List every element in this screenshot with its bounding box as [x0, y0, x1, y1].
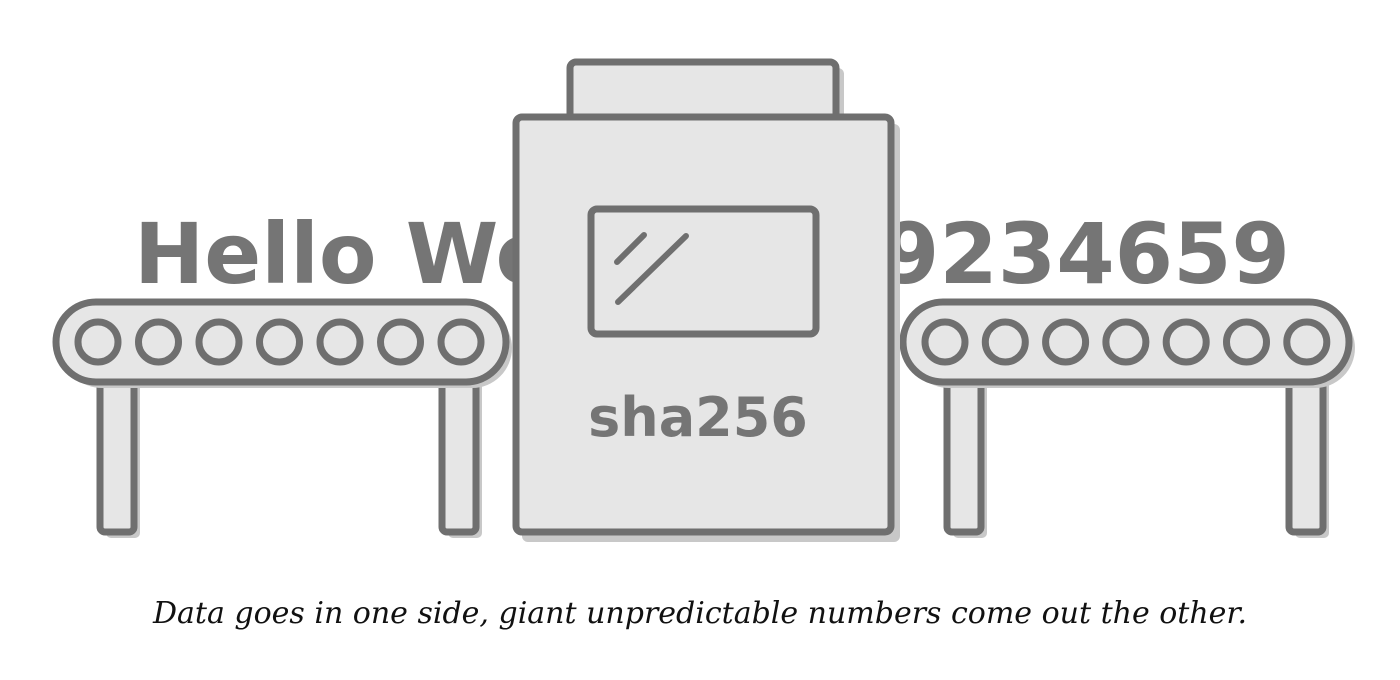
- conveyor-roller: [135, 318, 182, 366]
- conveyor-roller: [1102, 318, 1150, 366]
- conveyor-roller: [1283, 318, 1331, 366]
- conveyor-leg: [438, 360, 480, 536]
- conveyor-roller: [981, 318, 1029, 366]
- conveyor-roller: [195, 318, 243, 366]
- hash-machine-illustration: Hello World 09234659 sha256: [52, 58, 1355, 542]
- conveyor-roller: [377, 318, 424, 366]
- output-conveyor-belt: [899, 298, 1355, 538]
- conveyor-roller: [437, 318, 485, 366]
- conveyor-roller: [316, 318, 364, 366]
- hash-machine: sha256: [512, 58, 900, 542]
- conveyor-roller: [74, 318, 122, 366]
- machine-window: [587, 205, 820, 338]
- conveyor-leg: [96, 360, 138, 536]
- window-glare: [614, 232, 647, 265]
- conveyor-roller: [1223, 318, 1270, 366]
- conveyor-rollers: [921, 318, 1331, 366]
- conveyor-leg: [943, 360, 985, 536]
- conveyor-leg: [1285, 360, 1327, 536]
- conveyor-roller: [1042, 318, 1090, 366]
- output-hash-text: 09234659: [822, 205, 1290, 303]
- machine-algorithm-label: sha256: [588, 386, 808, 449]
- conveyor-roller: [1162, 318, 1210, 366]
- input-conveyor-belt: [52, 298, 512, 538]
- conveyor-roller: [256, 318, 303, 366]
- conveyor-roller: [921, 318, 969, 366]
- window-glare: [615, 233, 689, 305]
- figure-caption: Data goes in one side, giant unpredictab…: [152, 596, 1248, 631]
- conveyor-rollers: [74, 318, 485, 366]
